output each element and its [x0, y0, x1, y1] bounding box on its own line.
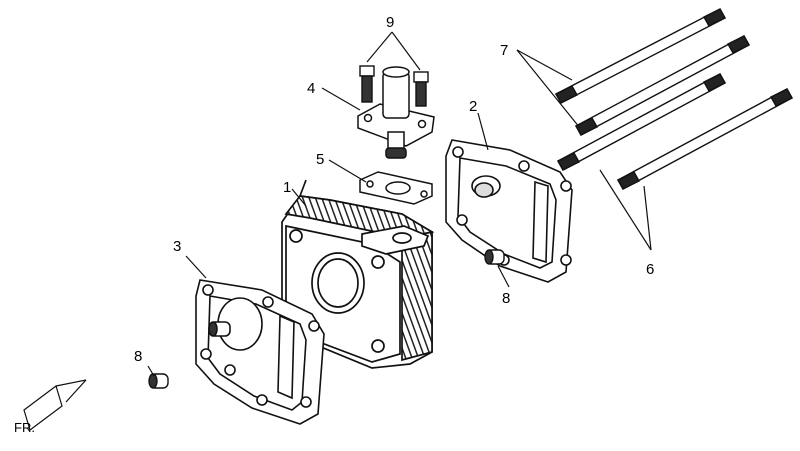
callout-labels: 9 7 4 2 5 1 3 6 8 8	[134, 14, 654, 365]
front-direction-indicator	[23, 379, 87, 431]
callout-7: 7	[500, 42, 508, 59]
callout-8-lower: 8	[134, 348, 142, 365]
tensioner-part	[357, 66, 435, 159]
bolts-group	[359, 65, 429, 107]
front-direction-label: FR.	[14, 420, 35, 435]
bolt-right	[413, 71, 429, 107]
callout-1: 1	[283, 179, 291, 196]
callout-2: 2	[469, 98, 477, 115]
tensioner-gasket	[359, 171, 433, 205]
callout-4: 4	[307, 80, 315, 97]
studs-group	[555, 8, 793, 190]
cylinder-block	[281, 179, 435, 369]
bolt-left	[359, 65, 375, 103]
leader-lines	[147, 31, 652, 377]
callout-8-upper: 8	[502, 290, 510, 307]
base-gasket	[195, 279, 325, 425]
dowel-pin-upper	[484, 249, 505, 265]
stud-1	[555, 8, 726, 104]
callout-5: 5	[316, 151, 324, 168]
callout-9: 9	[386, 14, 394, 31]
stud-4	[617, 88, 793, 190]
head-gasket	[445, 139, 573, 283]
callout-6: 6	[646, 261, 654, 278]
callout-3: 3	[173, 238, 181, 255]
stud-3	[557, 73, 726, 171]
dowel-pin-lower	[148, 373, 169, 389]
stud-2	[575, 35, 750, 136]
